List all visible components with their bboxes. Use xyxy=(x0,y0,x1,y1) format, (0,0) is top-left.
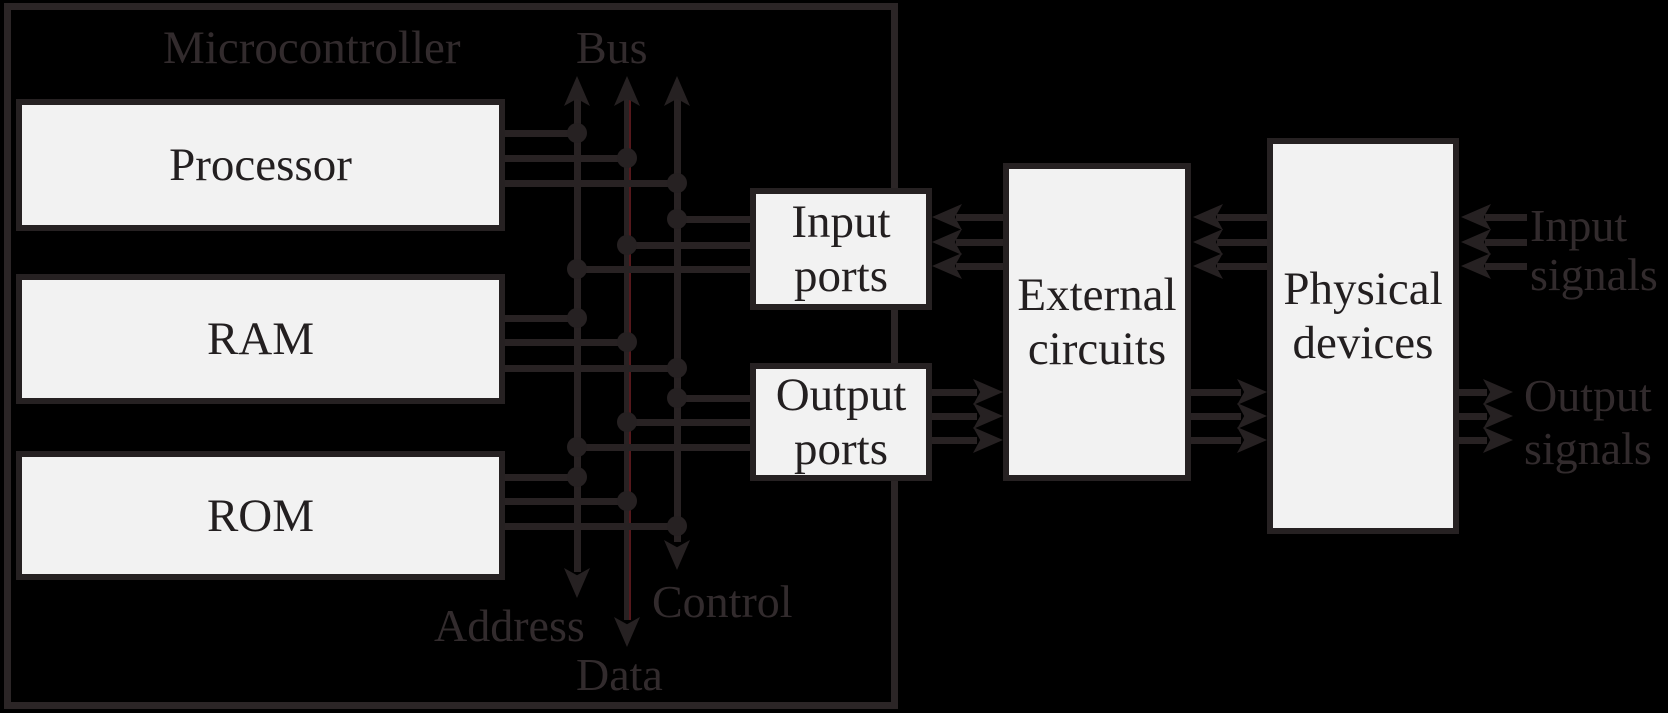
junction-dot xyxy=(667,209,687,229)
output-ports-label-line2: ports xyxy=(794,423,888,475)
physical-devices-label-line1: Physical xyxy=(1283,263,1443,315)
rom-block: ROM xyxy=(16,451,505,580)
control-label: Control xyxy=(652,576,793,627)
ram-control-wire xyxy=(503,365,678,372)
output-flow-shaft xyxy=(1191,413,1241,420)
output-flow-shaft xyxy=(1191,437,1241,444)
output-flow-shaft xyxy=(1191,389,1241,396)
output-signals-label-line1: Output xyxy=(1524,370,1652,421)
rom-block-label: ROM xyxy=(206,489,315,542)
junction-dot xyxy=(667,388,687,408)
junction-dot xyxy=(667,358,687,378)
junction-dot xyxy=(567,123,587,143)
address-bus-line xyxy=(574,98,581,572)
input-ports-block: Input ports xyxy=(750,188,932,310)
output-flow-arrowhead xyxy=(1237,403,1267,429)
input-signal-shaft xyxy=(1485,263,1527,270)
ram-block: RAM xyxy=(16,274,505,404)
junction-dot xyxy=(617,332,637,352)
bus-label: Bus xyxy=(576,22,648,73)
input-signals-label: Input signals xyxy=(1530,201,1658,299)
external-circuits-block: External circuits xyxy=(1003,163,1191,481)
junction-dot xyxy=(567,308,587,328)
junction-dot xyxy=(667,516,687,536)
output-signal-shaft xyxy=(1459,389,1487,396)
output-signal-arrowhead xyxy=(1483,403,1513,429)
input-flow-shaft xyxy=(956,214,1003,221)
microcontroller-boundary-box xyxy=(4,3,898,709)
output-flow-arrowhead xyxy=(1237,427,1267,453)
external-circuits-label-line1: External xyxy=(1017,269,1177,321)
output-flow-arrowhead xyxy=(973,379,1003,405)
output-flow-arrowhead xyxy=(973,427,1003,453)
processor-block: Processor xyxy=(16,99,505,231)
physical-devices-block: Physical devices xyxy=(1267,138,1459,534)
input-flow-shaft xyxy=(1217,214,1267,221)
physical-devices-label-line2: devices xyxy=(1292,317,1434,369)
output-flow-arrowhead xyxy=(973,403,1003,429)
junction-dot xyxy=(617,235,637,255)
output-ports-label-line1: Output xyxy=(775,369,907,421)
external-circuits-label-line2: circuits xyxy=(1027,323,1167,375)
output-ports-wire xyxy=(674,395,752,402)
output-flow-shaft xyxy=(932,437,977,444)
microcontroller-title: Microcontroller xyxy=(163,22,461,74)
ram-block-label: RAM xyxy=(206,313,315,365)
processor-control-wire xyxy=(503,180,678,187)
input-signal-shaft xyxy=(1485,239,1527,246)
output-ports-wire xyxy=(624,419,752,426)
output-signal-arrowhead xyxy=(1483,427,1513,453)
junction-dot xyxy=(567,467,587,487)
output-ports-block: Output ports xyxy=(750,363,932,481)
address-label: Address xyxy=(434,600,585,651)
input-flow-shaft xyxy=(956,239,1003,246)
output-flow-shaft xyxy=(932,389,977,396)
input-signals-label-line2: signals xyxy=(1530,249,1658,300)
rom-data-wire xyxy=(503,498,628,505)
processor-block-label: Processor xyxy=(169,139,352,191)
ram-address-wire xyxy=(503,315,578,322)
output-signal-shaft xyxy=(1459,437,1487,444)
input-signals-label-line1: Input xyxy=(1530,200,1628,251)
input-ports-wire xyxy=(574,266,752,273)
input-signal-shaft xyxy=(1485,214,1527,221)
input-flow-shaft xyxy=(956,263,1003,270)
rom-control-wire xyxy=(503,523,678,530)
junction-dot xyxy=(567,259,587,279)
output-signal-shaft xyxy=(1459,413,1487,420)
output-signals-label: Output signals xyxy=(1524,369,1652,475)
input-ports-label-line1: Input xyxy=(791,196,891,248)
output-flow-arrowhead xyxy=(1237,379,1267,405)
junction-dot xyxy=(667,173,687,193)
input-ports-wire xyxy=(624,242,752,249)
junction-dot xyxy=(617,412,637,432)
processor-data-wire xyxy=(503,155,628,162)
control-bus-line xyxy=(674,98,681,542)
junction-dot xyxy=(617,148,637,168)
junction-dot xyxy=(567,437,587,457)
input-ports-label-line2: ports xyxy=(794,250,888,302)
output-ports-wire xyxy=(574,444,752,451)
output-flow-shaft xyxy=(932,413,977,420)
junction-dot xyxy=(617,491,637,511)
data-label: Data xyxy=(576,649,663,700)
input-flow-shaft xyxy=(1217,263,1267,270)
output-signals-label-line2: signals xyxy=(1524,423,1652,474)
rom-address-wire xyxy=(503,474,578,481)
output-signal-arrowhead xyxy=(1483,379,1513,405)
processor-address-wire xyxy=(503,130,578,137)
data-bus-line xyxy=(624,98,631,620)
input-flow-shaft xyxy=(1217,239,1267,246)
input-ports-wire xyxy=(674,216,752,223)
ram-data-wire xyxy=(503,339,628,346)
